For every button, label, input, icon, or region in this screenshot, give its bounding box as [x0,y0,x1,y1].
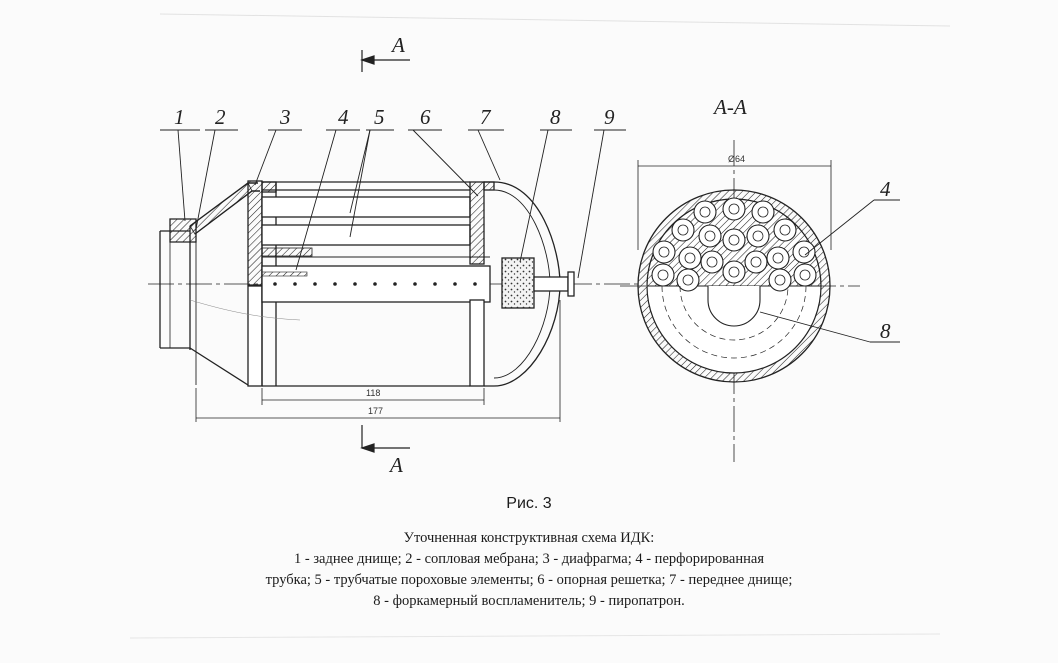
caption-line-3: 8 - форкамерный воспламенитель; 9 - пиро… [373,593,685,609]
label-2: 2 [215,105,226,129]
caption-title: Уточненная конструктивная схема ИДК: [403,530,655,546]
dimension-177: 177 [368,406,383,416]
label-7: 7 [480,105,492,129]
label-9: 9 [604,105,615,129]
section-view [620,140,900,462]
label-4: 4 [338,105,349,129]
dimension-diameter: Ø64 [728,154,745,164]
section-marker-bottom: A [388,453,403,477]
section-label-8: 8 [880,319,891,343]
section-title: A-A [712,95,747,119]
label-1: 1 [174,105,185,129]
leader-lines [160,129,626,279]
section-marker [360,50,410,453]
dimension-118: 118 [366,388,380,398]
label-5: 5 [374,105,385,129]
label-6: 6 [420,105,431,129]
caption-line-1: 1 - заднее днище; 2 - сопловая мебрана; … [294,551,764,567]
side-view [148,180,640,387]
figure-number: Рис. 3 [506,495,552,512]
section-label-4: 4 [880,177,891,201]
section-marker-top: A [390,33,405,57]
caption-line-2: трубка; 5 - трубчатые пороховые элементы… [265,572,793,588]
label-8: 8 [550,105,561,129]
label-3: 3 [279,105,291,129]
dimension-lines [195,300,561,422]
